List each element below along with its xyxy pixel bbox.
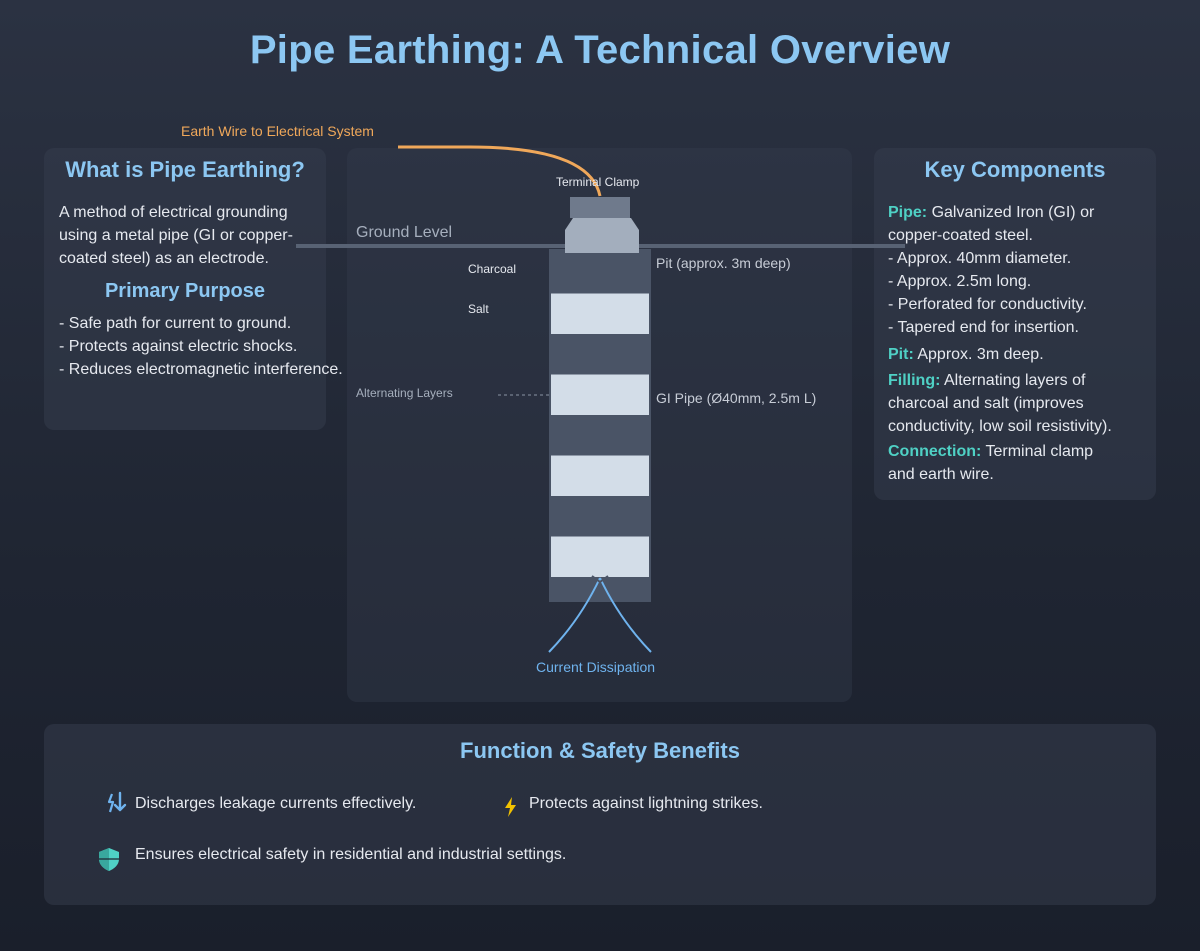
filling-text-3: conductivity, low soil resistivity). [888, 418, 1112, 435]
purpose-item: - Safe path for current to ground. [59, 315, 292, 332]
filling-term: Filling: [888, 372, 941, 389]
component-connection: Connection: Terminal clamp and earth wir… [888, 440, 1148, 486]
description-line: using a metal pipe (GI or copper- [59, 227, 293, 244]
ground-level-label: Ground Level [356, 224, 453, 241]
pipe-detail: - Approx. 40mm diameter. [888, 250, 1072, 267]
benefit-text: Discharges leakage currents effectively. [135, 795, 417, 812]
pipe-detail: - Tapered end for insertion. [888, 319, 1079, 336]
terminal-clamp-label: Terminal Clamp [556, 175, 640, 189]
description-line: coated steel) as an electrode. [59, 250, 269, 267]
leakage-current-icon [107, 791, 127, 813]
alternating-layers-label: Alternating Layers [356, 386, 453, 400]
shield-icon [99, 848, 119, 871]
component-pit: Pit: Approx. 3m deep. [888, 343, 1148, 366]
purpose-item: - Protects against electric shocks. [59, 338, 298, 355]
benefit-text: Ensures electrical safety in residential… [135, 846, 567, 863]
gi-pipe-label: GI Pipe (Ø40mm, 2.5m L) [656, 390, 817, 406]
pit-label: Pit (approx. 3m deep) [656, 255, 791, 271]
pipe-text: Galvanized Iron (GI) or [927, 204, 1095, 221]
connection-term: Connection: [888, 443, 982, 460]
pipe-text-2: copper-coated steel. [888, 227, 1033, 244]
earth-wire-label: Earth Wire to Electrical System [181, 123, 374, 139]
component-pipe: Pipe: Galvanized Iron (GI) or copper-coa… [888, 201, 1148, 339]
key-components-card [874, 148, 1156, 500]
purpose-item: - Reduces electromagnetic interference. [59, 361, 343, 378]
description-line: A method of electrical grounding [59, 204, 288, 221]
current-dissipation-label: Current Dissipation [536, 659, 656, 675]
what-is-card [44, 148, 326, 430]
component-filling: Filling: Alternating layers of charcoal … [888, 369, 1148, 438]
lightning-icon [505, 797, 516, 817]
page-title: Pipe Earthing: A Technical Overview [249, 28, 951, 72]
purpose-list: - Safe path for current to ground. - Pro… [59, 312, 343, 381]
pipe-detail: - Approx. 2.5m long. [888, 273, 1032, 290]
filling-text: Alternating layers of [940, 372, 1086, 389]
pipe-detail: - Perforated for conductivity. [888, 296, 1087, 313]
pipe-term: Pipe: [888, 204, 928, 221]
salt-label: Salt [468, 302, 489, 316]
what-is-description: A method of electrical grounding using a… [59, 201, 321, 270]
primary-purpose-heading: Primary Purpose [104, 280, 266, 302]
connection-text: Terminal clamp [981, 443, 1094, 460]
benefit-text: Protects against lightning strikes. [529, 795, 763, 812]
pit-text: Approx. 3m deep. [913, 346, 1044, 363]
pit-term: Pit: [888, 346, 914, 363]
pipe-details-list: - Approx. 40mm diameter. - Approx. 2.5m … [888, 247, 1148, 339]
filling-text-2: charcoal and salt (improves [888, 395, 1084, 412]
key-components-heading: Key Components [924, 157, 1106, 182]
connection-text-2: and earth wire. [888, 466, 994, 483]
charcoal-label: Charcoal [468, 262, 517, 276]
what-is-heading: What is Pipe Earthing? [65, 157, 305, 182]
benefits-heading: Function & Safety Benefits [460, 738, 740, 763]
benefits-card [44, 724, 1156, 905]
